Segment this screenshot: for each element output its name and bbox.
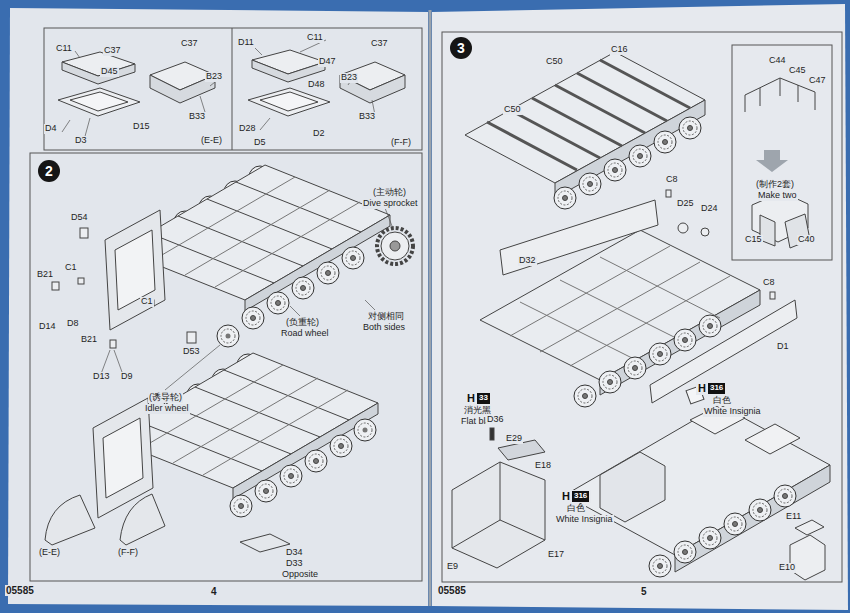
note-text: Opposite <box>281 570 319 580</box>
part-number: D53 <box>182 347 201 357</box>
part-number: B21 <box>80 335 98 345</box>
paint-callout: H316 <box>560 490 591 503</box>
note-text: (主动轮) <box>372 188 407 198</box>
page-number: 4 <box>210 586 218 597</box>
paint-callout: H316 <box>696 382 727 395</box>
part-number: B23 <box>340 73 358 83</box>
part-number: C1 <box>64 263 78 273</box>
part-number: C37 <box>180 39 199 49</box>
step-badge: 2 <box>38 160 60 182</box>
page-number: 05585 <box>5 585 35 596</box>
part-number: E9 <box>446 562 459 572</box>
step-number: 3 <box>457 41 465 55</box>
part-number: E11 <box>785 512 802 522</box>
note-text: (E-E) <box>38 548 61 558</box>
paint-brand: H <box>467 393 475 404</box>
part-number: C15 <box>744 235 763 245</box>
part-number: D24 <box>700 204 719 214</box>
part-number: D14 <box>38 322 57 332</box>
note-text: (负重轮) <box>285 318 320 328</box>
part-number: D1 <box>776 342 790 352</box>
paint-brand: H <box>698 383 706 394</box>
note-text: (制作2套) <box>755 180 795 190</box>
part-number: E17 <box>547 550 565 560</box>
page-number: 5 <box>640 586 648 597</box>
note-text: 对侧相同 <box>367 312 405 322</box>
note-text: (诱导轮) <box>148 393 183 403</box>
part-number: E29 <box>505 434 523 444</box>
paint-code: 316 <box>708 383 725 394</box>
note-text: Road wheel <box>280 329 330 339</box>
note-text: 白色 <box>712 396 732 406</box>
part-number: C11 <box>55 44 73 54</box>
part-number: D45 <box>100 67 119 77</box>
note-text: Idler wheel <box>144 404 190 414</box>
note-text: Dive sprocket <box>362 199 419 209</box>
part-number: C50 <box>503 105 522 115</box>
note-text: Both sides <box>362 323 406 333</box>
note-text: (E-E) <box>200 136 223 146</box>
note-text: White Insignia <box>703 407 762 417</box>
note-text: (F-F) <box>390 138 412 148</box>
part-number: D8 <box>66 319 80 329</box>
part-number: D33 <box>285 559 304 569</box>
note-text: Make two <box>757 191 798 201</box>
part-number: C47 <box>808 76 827 86</box>
note-text: 白色 <box>566 504 586 514</box>
part-number: C8 <box>762 278 776 288</box>
paint-code: 316 <box>572 491 589 502</box>
part-number: B33 <box>358 112 376 122</box>
step-badge: 3 <box>450 37 472 59</box>
part-number: D36 <box>486 415 505 425</box>
part-number: D47 <box>318 57 337 67</box>
part-number: C1 <box>140 297 154 307</box>
part-number: C16 <box>610 45 629 55</box>
part-number: C11 <box>306 33 324 43</box>
paint-callout: H33 <box>465 392 492 405</box>
part-number: E18 <box>534 461 552 471</box>
part-number: D32 <box>518 256 537 266</box>
part-number: C8 <box>665 175 679 185</box>
part-number: D48 <box>307 80 326 90</box>
part-number: D3 <box>74 136 88 146</box>
part-number: D5 <box>253 138 267 148</box>
page-number: 05585 <box>437 585 467 596</box>
part-number: C50 <box>545 57 564 67</box>
part-number: D25 <box>676 199 695 209</box>
part-number: B23 <box>205 72 223 82</box>
paint-brand: H <box>562 491 570 502</box>
part-number: C37 <box>103 46 122 56</box>
part-number: C44 <box>768 56 787 66</box>
part-number: D2 <box>312 129 326 139</box>
part-number: E10 <box>778 563 796 573</box>
part-number: C40 <box>797 235 816 245</box>
part-number: D34 <box>285 548 304 558</box>
part-number: C45 <box>788 66 807 76</box>
part-number: B33 <box>188 112 206 122</box>
step-number: 2 <box>45 164 53 178</box>
part-number: D13 <box>92 372 111 382</box>
part-number: C37 <box>370 39 389 49</box>
part-number: D15 <box>132 122 151 132</box>
part-number: D11 <box>237 38 255 48</box>
note-text: White Insignia <box>555 515 614 525</box>
part-number: D54 <box>70 213 89 223</box>
part-number: D9 <box>120 372 134 382</box>
part-number: D28 <box>238 124 257 134</box>
part-number: B21 <box>36 270 54 280</box>
paint-code: 33 <box>477 393 490 404</box>
note-text: (F-F) <box>117 548 139 558</box>
part-number: D4 <box>44 124 58 134</box>
